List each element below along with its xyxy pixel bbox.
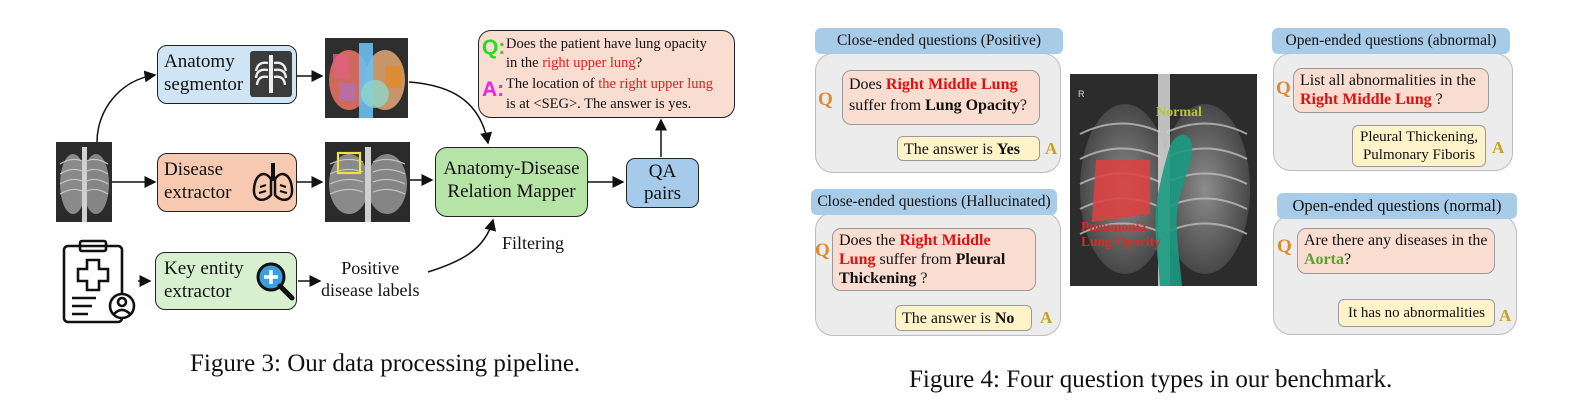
qa-question-line-2: in the right upper lung?: [506, 55, 643, 71]
qa-example-box: Q: Does the patient have lung opacity in…: [478, 30, 735, 118]
p1-answer: The answer is Yes: [897, 136, 1040, 161]
ribcage-icon: [250, 51, 292, 97]
xray-ribs-icon: [56, 142, 112, 222]
positive-disease-labels-text: Positive disease labels: [321, 258, 420, 300]
anatomy-segmentor-label: Anatomy segmentor: [164, 51, 244, 95]
lungs-icon: [252, 163, 294, 202]
pneumonia-label: Pneumonia Lung Opacity: [1081, 219, 1161, 249]
filtering-label: Filtering: [502, 233, 564, 253]
figure-3-caption: Figure 3: Our data processing pipeline.: [190, 350, 581, 377]
p3-q-label: Q: [1276, 78, 1291, 99]
qa-pairs-label: QA pairs: [644, 161, 681, 204]
arrow-seg-to-mapper: [408, 81, 492, 145]
header-close-positive: Close-ended questions (Positive): [815, 28, 1063, 54]
p4-q-label: Q: [1277, 236, 1292, 257]
key-entity-extractor-label: Key entity extractor: [164, 258, 244, 302]
q-marker: Q:: [482, 36, 506, 59]
magnifier-plus-icon: [256, 262, 295, 301]
anatomy-segmentor-box: Anatomy segmentor: [157, 45, 297, 104]
header-open-normal: Open-ended questions (normal): [1277, 193, 1517, 219]
bounding-box: [336, 151, 362, 175]
input-xray-image: [56, 142, 112, 222]
disease-extractor-box: Disease extractor: [157, 153, 297, 212]
qa-pairs-box: QA pairs: [626, 158, 699, 208]
key-entity-extractor-box: Key entity extractor: [155, 252, 297, 310]
benchmark-xray-image: R Normal Pneumonia Lung Opacity: [1070, 74, 1257, 286]
xray-r-marker: R: [1078, 89, 1085, 99]
a-marker: A:: [482, 78, 505, 101]
normal-label: Normal: [1156, 105, 1202, 120]
p4-a-label: A: [1499, 306, 1512, 325]
qa-question-line-1: Does the patient have lung opacity: [506, 36, 707, 52]
header-close-hallucinated: Close-ended questions (Hallucinated): [811, 189, 1057, 215]
p1-question: Does Right Middle Lung suffer from Lung …: [842, 70, 1040, 125]
aorta-region: [1155, 134, 1193, 286]
segmentation-xray-image: [325, 38, 408, 118]
p4-answer: It has no abnormalities: [1338, 299, 1495, 327]
p2-question: Does the Right Middle Lung suffer from P…: [832, 228, 1036, 291]
p1-a-label: A: [1045, 139, 1058, 158]
arrow-input-to-anatomy: [96, 70, 157, 143]
figure-4-caption: Figure 4: Four question types in our ben…: [909, 366, 1393, 393]
header-open-abnormal: Open-ended questions (abnormal): [1272, 28, 1510, 54]
p3-answer: Pleural Thickening, Pulmonary Fiboris: [1352, 125, 1486, 167]
p3-question: List all abnormalities in the Right Midd…: [1293, 68, 1489, 113]
mapper-label: Anatomy-Disease Relation Mapper: [443, 158, 580, 202]
qa-answer-line-2: is at <SEG>. The answer is yes.: [506, 96, 692, 112]
p2-q-label: Q: [815, 240, 830, 261]
disease-extractor-label: Disease extractor: [164, 159, 232, 203]
pneumonia-region: [1092, 160, 1150, 222]
p3-a-label: A: [1492, 138, 1505, 157]
p1-q-label: Q: [818, 89, 833, 110]
p2-answer: The answer is No: [895, 305, 1032, 331]
anatomy-disease-mapper-box: Anatomy-Disease Relation Mapper: [435, 147, 588, 217]
bbox-xray-image: [325, 142, 410, 222]
p2-a-label: A: [1040, 308, 1053, 327]
clipboard-report-icon: [62, 239, 136, 324]
arrow-labels-to-mapper: [427, 218, 497, 273]
pipeline-arrows: [96, 70, 667, 287]
qa-answer-line-1: The location of the right upper lung: [506, 76, 713, 92]
p4-question: Are there any diseases in the Aorta?: [1297, 228, 1495, 274]
